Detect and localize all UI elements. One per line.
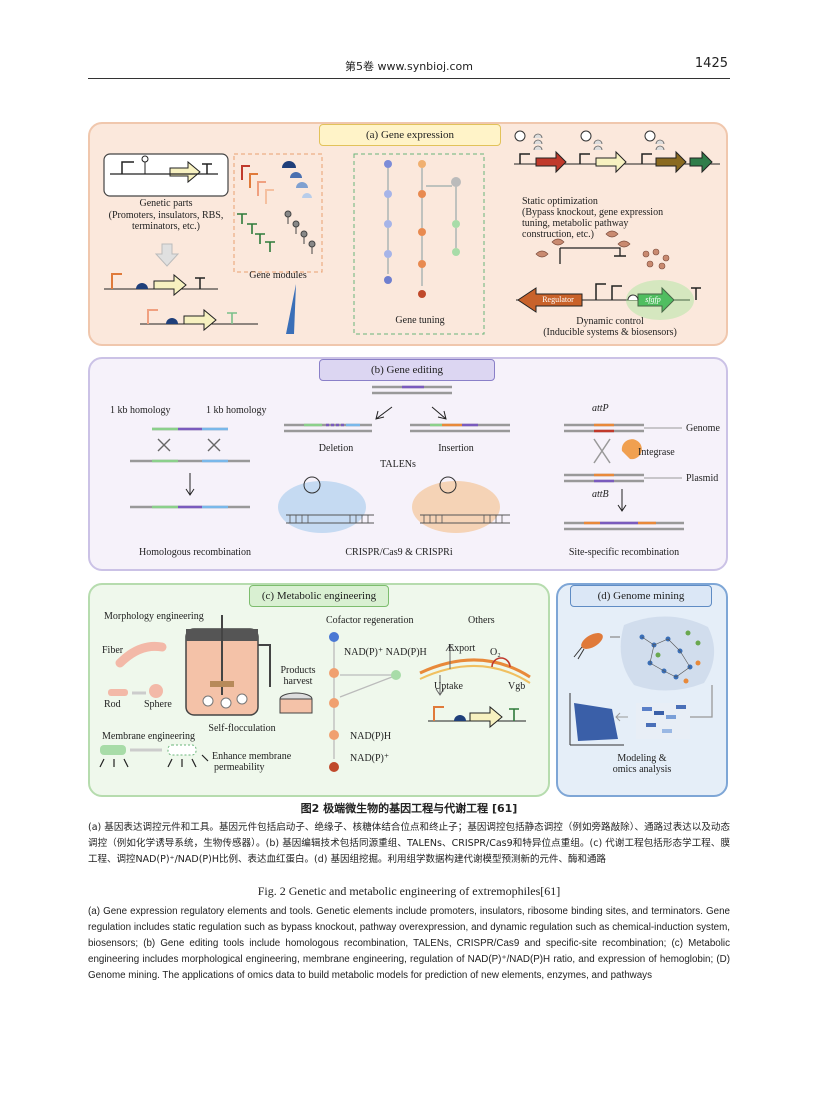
morphology-label: Morphology engineering: [104, 611, 204, 622]
page-number: 1425: [694, 56, 728, 71]
nadp-pair-label: NAD(P)⁺ NAD(P)H: [344, 647, 427, 658]
self-flocculation-label: Self-flocculation: [208, 723, 276, 734]
panel-b-illustration: [130, 385, 684, 533]
panel-metabolic-engineering: (c) Metabolic engineering: [88, 583, 550, 797]
static-optimization-sub1: (Bypass knockout, gene expression: [522, 207, 664, 218]
vgb-label: Vgb: [508, 681, 526, 692]
modeling-label: Modeling &: [617, 753, 667, 764]
dynamic-control-sub: (Inducible systems & biosensors): [543, 327, 677, 338]
homology-left-label: 1 kb homology: [110, 405, 171, 416]
fiber-label: Fiber: [102, 645, 124, 656]
homology-right-label: 1 kb homology: [206, 405, 267, 416]
panel-c-illustration: [99, 615, 531, 772]
enhance-membrane-label: Enhance membrane: [212, 751, 292, 762]
export-label: Export: [448, 643, 476, 654]
deletion-label: Deletion: [318, 443, 354, 454]
figure-caption-en-body: (a) Gene expression regulatory elements …: [88, 906, 730, 981]
homologous-recombination-label: Homologous recombination: [139, 547, 251, 558]
insertion-label: Insertion: [438, 443, 474, 454]
o2-label: O₂: [490, 647, 501, 658]
panel-a-title: (a) Gene expression: [319, 124, 501, 146]
static-optimization-sub2: tuning, metabolic pathway: [522, 218, 629, 229]
panel-gene-editing: (b) Gene editing: [88, 357, 728, 571]
gene-tuning-label: Gene tuning: [395, 315, 445, 326]
nadph-label: NAD(P)H: [350, 731, 392, 742]
panel-gene-expression: (a) Gene expression: [88, 122, 728, 346]
panel-c-title: (c) Metabolic engineering: [249, 585, 389, 607]
others-label: Others: [468, 615, 495, 626]
nadp-plus-label: NAD(P)⁺: [350, 753, 390, 764]
dynamic-control-title: Dynamic control: [576, 316, 644, 327]
panel-b-title: (b) Gene editing: [319, 359, 495, 381]
figure-caption-cn-title: 图2 极端微生物的基因工程与代谢工程 [61]: [300, 802, 518, 815]
integrase-label: Integrase: [638, 447, 675, 458]
genome-label: Genome: [686, 423, 720, 434]
genetic-parts-sub1: (Promoters, insulators, RBS,: [108, 210, 224, 221]
journal-info: 第5卷 www.synbioj.com: [345, 60, 473, 73]
panel-d-illustration: [569, 616, 715, 746]
products-harvest-label: harvest: [283, 676, 313, 687]
regulator-label: Regulator: [542, 295, 574, 304]
panel-genome-mining: (d) Genome mining Modeling & omics analy…: [556, 583, 728, 797]
genetic-parts-sub2: terminators, etc.): [131, 221, 201, 232]
attp-label: attP: [592, 403, 609, 414]
genetic-parts-label: Genetic parts: [139, 198, 193, 209]
talens-label: TALENs: [380, 459, 416, 470]
cofactor-label: Cofactor regeneration: [326, 615, 414, 626]
crispr-label: CRISPR/Cas9 & CRISPRi: [345, 547, 453, 558]
products-label: Products: [280, 665, 316, 676]
gene-modules-label: Gene modules: [249, 270, 307, 281]
rod-label: Rod: [104, 699, 121, 710]
figure-caption-cn-body: (a) 基因表达调控元件和工具。基因元件包括启动子、绝缘子、核糖体结合位点和终止…: [88, 822, 730, 865]
membrane-label: Membrane engineering: [102, 731, 196, 742]
static-optimization-sub3: construction, etc.): [522, 229, 594, 240]
sphere-label: Sphere: [144, 699, 172, 710]
uptake-label: Uptake: [434, 681, 463, 692]
permeability-label: permeability: [214, 762, 265, 773]
attb-label: attB: [592, 489, 609, 500]
panel-a-illustration: [103, 130, 720, 335]
running-header: 第5卷 www.synbioj.com 1425: [88, 56, 730, 79]
omics-analysis-label: omics analysis: [612, 764, 672, 775]
sfgfp-label: sfgfp: [645, 295, 661, 304]
site-specific-label: Site-specific recombination: [568, 547, 680, 558]
static-optimization-title: Static optimization: [522, 196, 598, 207]
panel-d-title: (d) Genome mining: [570, 585, 712, 607]
plasmid-label: Plasmid: [686, 473, 719, 484]
figure-caption-en-title: Fig. 2 Genetic and metabolic engineering…: [257, 884, 561, 898]
